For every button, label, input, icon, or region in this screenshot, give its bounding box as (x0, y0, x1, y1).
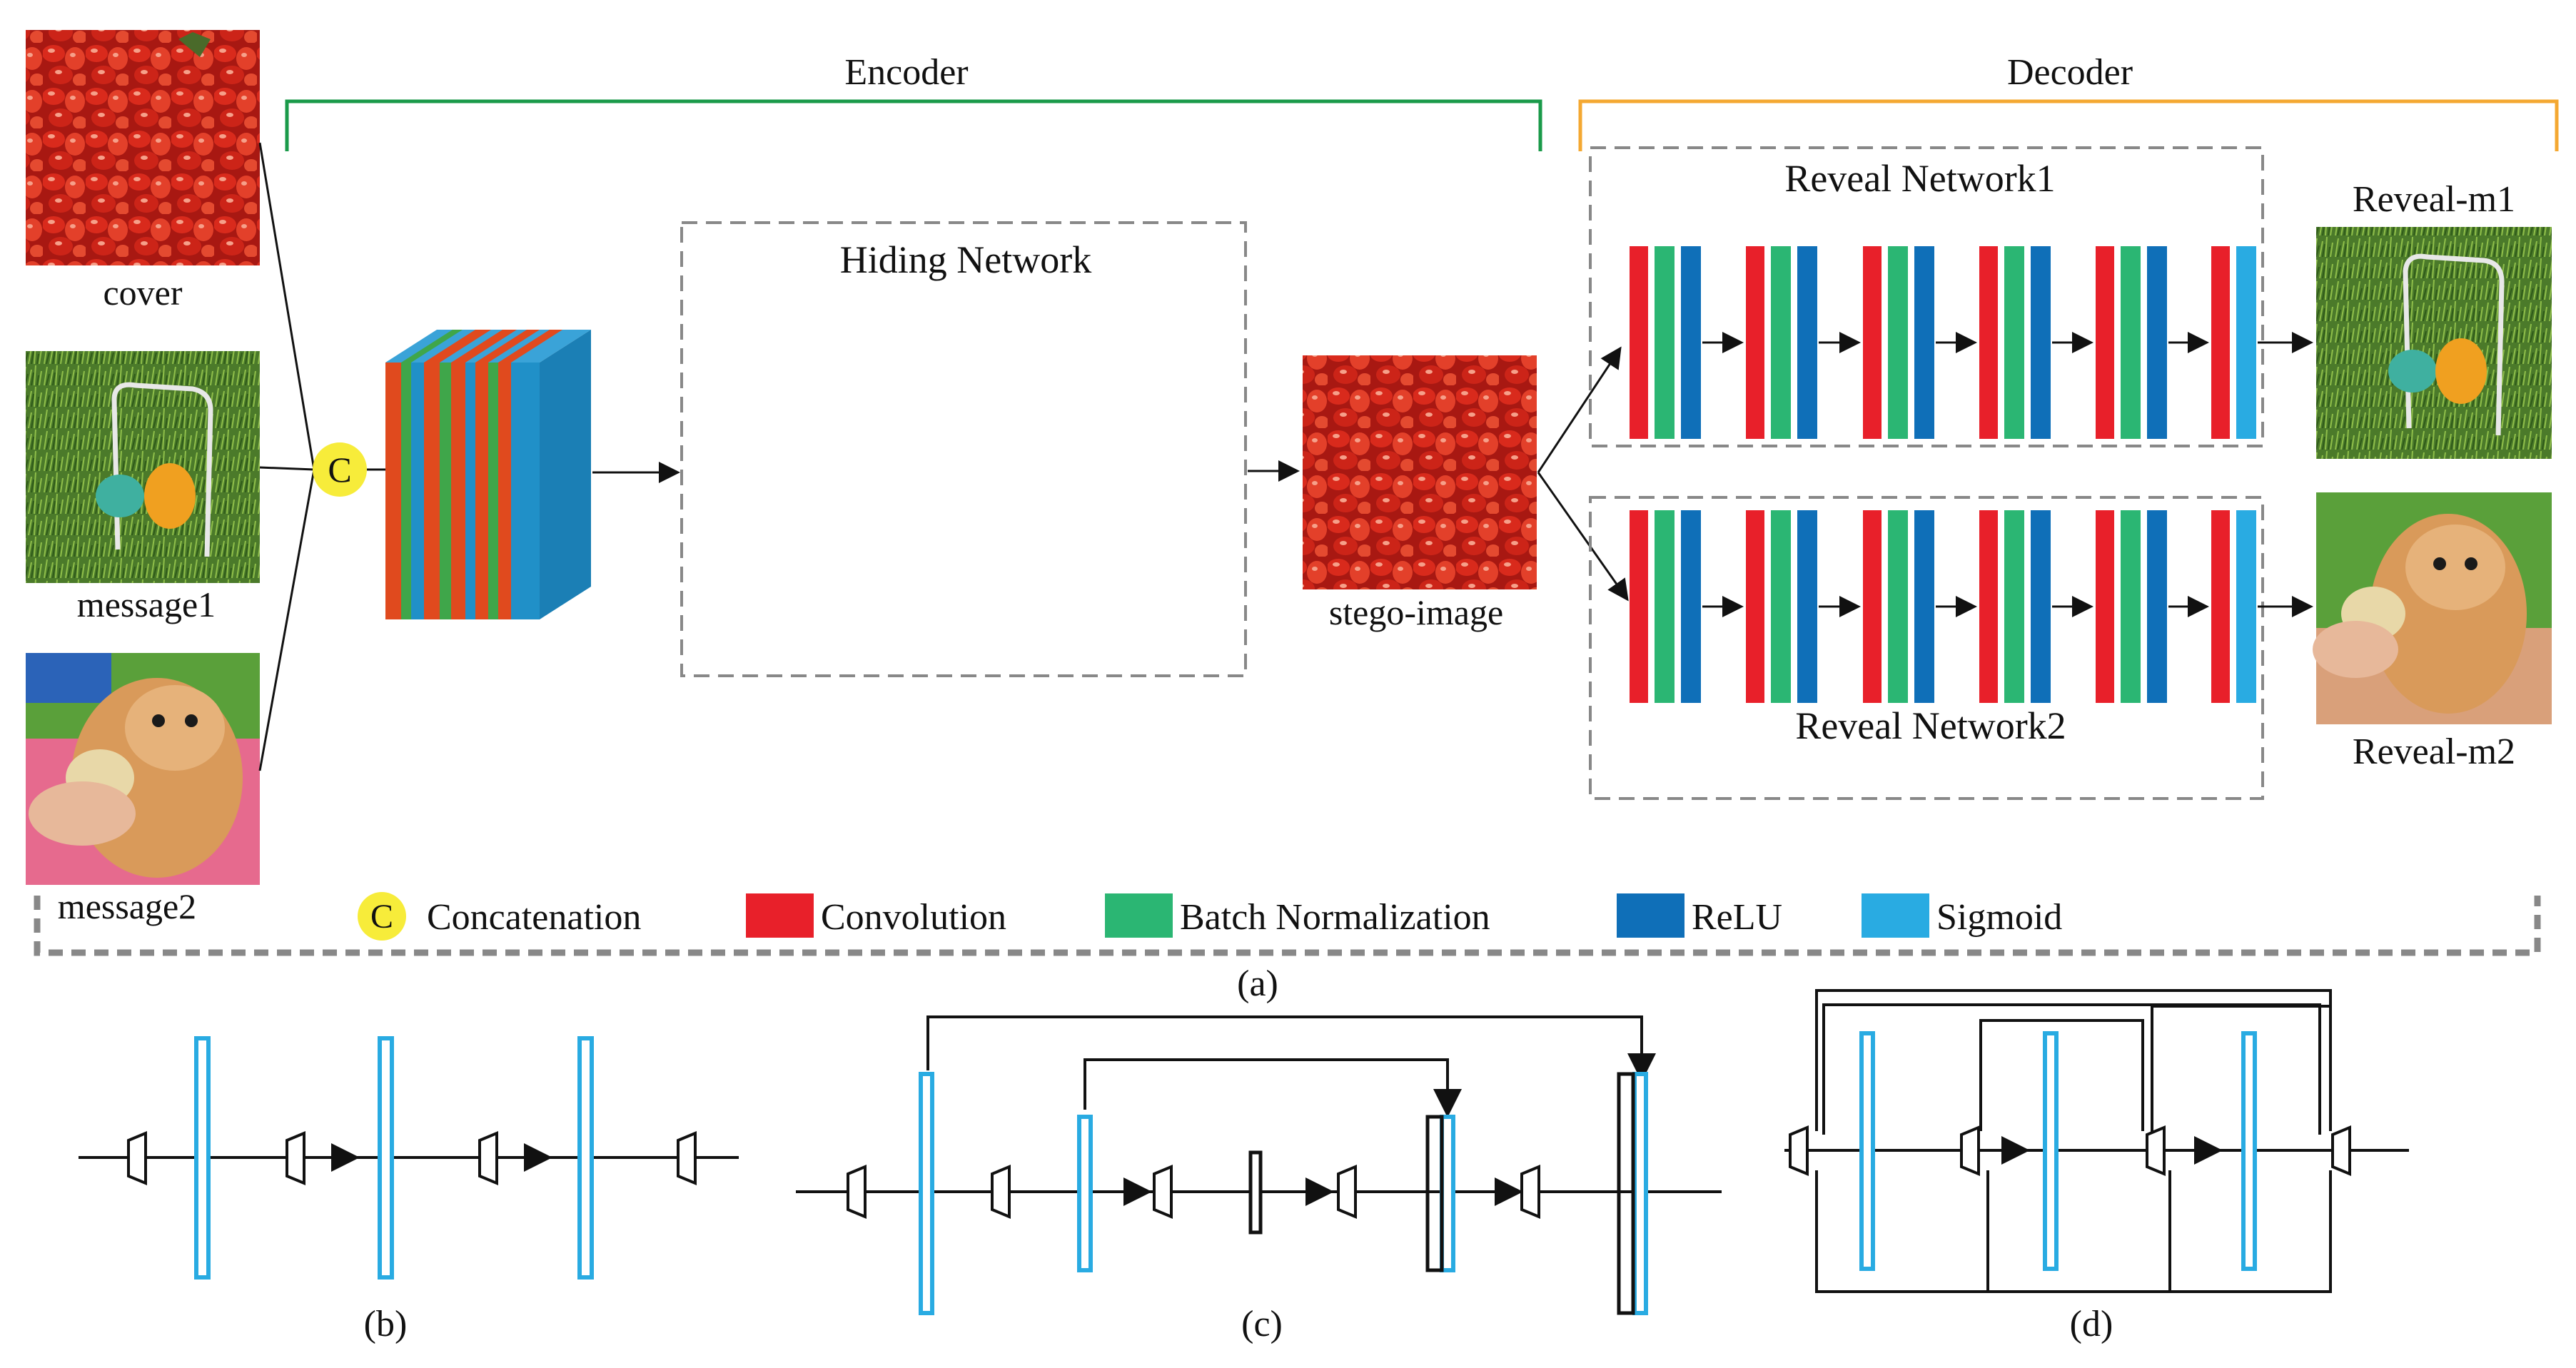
d-trapezoids (1789, 1125, 2351, 1176)
cover-image (26, 30, 260, 265)
c-trapezoids (847, 1165, 1540, 1219)
b-blocks (194, 1036, 594, 1280)
reveal-m2-label: Reveal-m2 (2353, 731, 2515, 772)
input-connectors (258, 142, 315, 771)
reveal-m1-image (2316, 227, 2552, 459)
reveal-network-1-label: Reveal Network1 (1784, 157, 2055, 200)
legend-concat: C Concatenation (358, 892, 641, 941)
reveal-m1-label: Reveal-m1 (2353, 179, 2515, 220)
caption-c: (c) (1241, 1304, 1283, 1344)
reveal-network-2-label: Reveal Network2 (1795, 704, 2066, 747)
caption-d: (d) (2070, 1304, 2113, 1344)
c-concat-boxes (1425, 1072, 1635, 1315)
legend-relu-label: ReLU (1692, 897, 1782, 938)
reveal-network-1: Reveal Network1 (1589, 146, 2313, 447)
legend-relu: ReLU (1617, 893, 1782, 938)
stego-image (1303, 355, 1537, 589)
reveal-m2-image (2313, 492, 2552, 724)
reveal-network-2: Reveal Network2 (1589, 496, 2313, 800)
legend-conv-label: Convolution (821, 897, 1006, 938)
stego-label: stego-image (1329, 592, 1503, 632)
d-skip-connections (1815, 989, 2332, 1293)
c-blocks (919, 1072, 1648, 1315)
hiding-network-label: Hiding Network (840, 238, 1091, 281)
concat-symbol: C (328, 450, 351, 490)
c-pool (1248, 1150, 1263, 1235)
message1-image (26, 351, 260, 583)
concatenated-tensor (385, 330, 591, 619)
subfigure-d (1784, 989, 2409, 1293)
legend-concat-label: Concatenation (427, 897, 641, 938)
legend-bn: Batch Normalization (1105, 893, 1490, 938)
stego-branch-arrows (1537, 346, 1629, 602)
legend-concat-symbol: C (370, 898, 393, 936)
d-blocks (1859, 1031, 2257, 1271)
cover-label: cover (103, 273, 182, 313)
legend-bn-label: Batch Normalization (1180, 897, 1490, 938)
reveal-1-layers (1630, 246, 2256, 439)
legend: C Concatenation Convolution Batch Normal… (34, 892, 2541, 956)
caption-b: (b) (364, 1304, 408, 1344)
legend-sigmoid-label: Sigmoid (1936, 897, 2062, 938)
reveal-2-layers (1630, 510, 2256, 703)
message1-label: message1 (77, 584, 216, 624)
legend-sigmoid: Sigmoid (1862, 893, 2062, 938)
subfigure-b (79, 1036, 739, 1280)
encoder-bracket: Encoder (285, 52, 1542, 151)
message2-label: message2 (58, 886, 196, 926)
message2-image (26, 653, 260, 885)
legend-conv: Convolution (746, 893, 1006, 938)
encoder-label: Encoder (844, 52, 968, 93)
concat-icon: C (313, 442, 367, 497)
hiding-network-box: Hiding Network (680, 221, 1247, 677)
caption-a: (a) (1237, 963, 1278, 1004)
subfigure-c (796, 1015, 1722, 1315)
b-trapezoids (127, 1131, 697, 1185)
decoder-bracket: Decoder (1578, 52, 2559, 151)
decoder-label: Decoder (2007, 52, 2133, 93)
